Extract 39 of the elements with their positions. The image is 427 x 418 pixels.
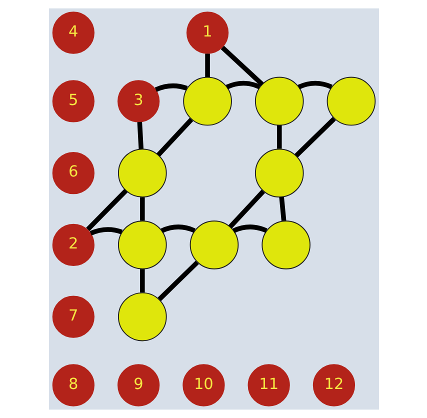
connector: [294, 117, 336, 158]
node-circle: 2: [52, 224, 94, 266]
node-circle: [254, 76, 304, 126]
node-circle: 7: [52, 296, 94, 338]
node-circle: [189, 220, 238, 270]
connector: [154, 83, 188, 92]
connector: [204, 54, 210, 78]
node-circle: 1: [186, 12, 228, 54]
node-circle: [254, 148, 304, 198]
connector: [297, 80, 332, 90]
node-circle: [117, 148, 166, 198]
node-circle: [182, 76, 232, 126]
connector: [86, 188, 128, 232]
node-circle: [261, 220, 310, 270]
node-circle: 3: [117, 80, 160, 122]
node-circle: 8: [52, 364, 94, 406]
node-circle: 4: [52, 12, 94, 54]
node-circle: 12: [312, 364, 355, 406]
node-circle: 9: [117, 364, 160, 406]
node-circle: 11: [247, 364, 290, 406]
connector: [140, 197, 144, 221]
node-circle: 6: [52, 152, 94, 194]
node-circle: [326, 76, 376, 126]
connector: [156, 118, 193, 157]
connector: [225, 80, 260, 90]
node-circle: 10: [182, 364, 224, 406]
node-circle: 5: [52, 80, 94, 122]
connector: [89, 227, 122, 236]
node-circle: [117, 292, 166, 342]
connector: [228, 190, 265, 228]
connector: [276, 125, 282, 149]
node-circle: [117, 220, 166, 270]
connector: [160, 224, 195, 233]
connector: [278, 196, 286, 221]
connector: [232, 224, 267, 233]
connector: [220, 46, 264, 86]
connector: [157, 260, 198, 302]
connector: [140, 269, 144, 292]
connector: [136, 122, 144, 150]
